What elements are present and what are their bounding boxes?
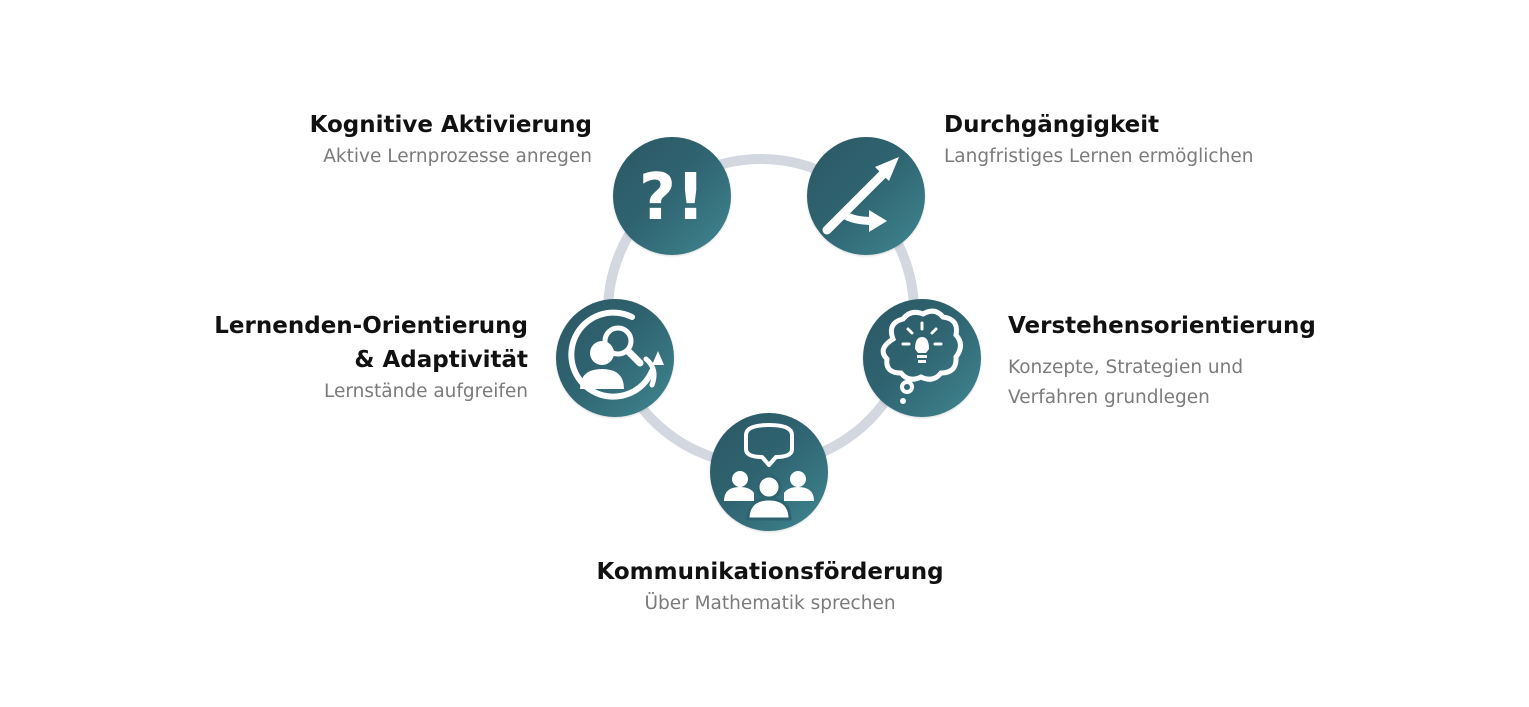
subtitle-kognitive-aktivierung: Aktive Lernprozesse anregen bbox=[323, 146, 592, 167]
label-lernenden-orientierung: Lernenden-Orientierung & Adaptivität Ler… bbox=[214, 309, 528, 407]
node-kognitive-aktivierung: ?! bbox=[613, 137, 731, 255]
subtitle-lernenden-orientierung: Lernstände aufgreifen bbox=[324, 381, 528, 402]
person-magnifier-cycle-icon bbox=[568, 309, 664, 400]
label-durchgaengigkeit: Durchgängigkeit Langfristiges Lernen erm… bbox=[944, 108, 1253, 172]
label-kommunikationsfoerderung: Kommunikationsförderung Über Mathematik … bbox=[570, 555, 970, 619]
title-lernenden-orientierung-line-1: Lernenden-Orientierung bbox=[214, 313, 528, 339]
question-exclamation-icon: ?! bbox=[639, 161, 705, 235]
node-lernenden-orientierung bbox=[556, 299, 674, 417]
node-kommunikationsfoerderung bbox=[710, 413, 828, 531]
subtitle-durchgaengigkeit: Langfristiges Lernen ermöglichen bbox=[944, 146, 1254, 167]
node-verstehensorientierung bbox=[863, 299, 981, 417]
group-speech-icon bbox=[724, 423, 814, 521]
rising-arrows-icon bbox=[822, 157, 899, 235]
subtitle-verstehensorientierung-line-1: Konzepte, Strategien und bbox=[1008, 357, 1244, 378]
subtitle-kommunikationsfoerderung: Über Mathematik sprechen bbox=[644, 593, 896, 614]
node-durchgaengigkeit bbox=[807, 137, 925, 255]
title-verstehensorientierung: Verstehensorientierung bbox=[1008, 313, 1316, 339]
title-kommunikationsfoerderung: Kommunikationsförderung bbox=[596, 559, 944, 585]
subtitle-verstehensorientierung-line-2: Verfahren grundlegen bbox=[1008, 387, 1210, 408]
title-lernenden-orientierung-line-2: & Adaptivität bbox=[354, 347, 528, 373]
label-kognitive-aktivierung: Kognitive Aktivierung Aktive Lernprozess… bbox=[310, 108, 592, 172]
question-exclamation-glyph: ?! bbox=[639, 161, 705, 235]
title-durchgaengigkeit: Durchgängigkeit bbox=[944, 112, 1160, 138]
label-verstehensorientierung: Verstehensorientierung Konzepte, Strateg… bbox=[1008, 309, 1316, 413]
thought-lightbulb-icon bbox=[880, 308, 963, 404]
title-kognitive-aktivierung: Kognitive Aktivierung bbox=[309, 112, 592, 138]
